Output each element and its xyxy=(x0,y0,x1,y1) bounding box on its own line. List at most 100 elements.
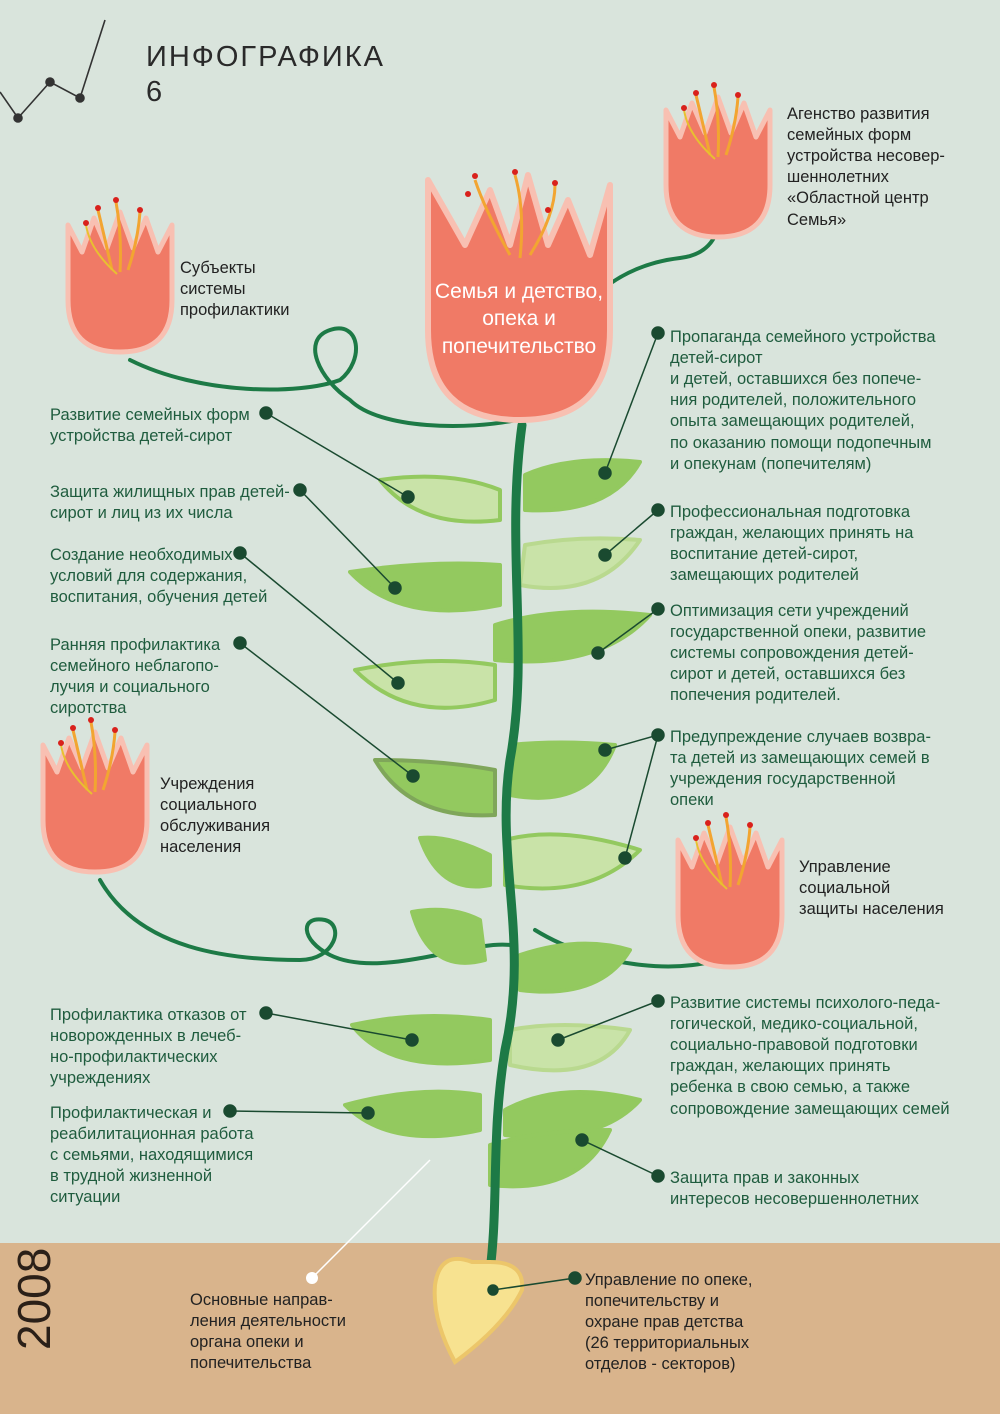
label-line: профилактики xyxy=(180,301,290,320)
right-item: Оптимизация сети учреждений государствен… xyxy=(670,601,926,707)
item-line: с семьями, находящимися xyxy=(50,1146,254,1165)
label-line: отделов - секторов) xyxy=(585,1355,736,1374)
item-line: лучия и социального xyxy=(50,678,210,697)
item-line: учреждения государственной xyxy=(670,770,896,789)
tulip-agency xyxy=(666,82,770,237)
item-line: Оптимизация сети учреждений xyxy=(670,602,909,620)
item-line: сирот и детей, оставшихся без xyxy=(670,665,906,684)
main-tulip xyxy=(425,172,613,423)
item-line: системы сопровождения детей- xyxy=(670,644,914,663)
year-label: 2008 xyxy=(8,1247,60,1350)
item-line: сирот и лиц из их числа xyxy=(50,504,233,523)
tulip-social-protection xyxy=(678,812,782,967)
label-line: шеннолетних xyxy=(787,168,889,187)
label-line: Учреждения xyxy=(160,775,255,793)
label-line: населения xyxy=(160,838,242,857)
item-line: государственной опеки, развитие xyxy=(670,623,927,642)
item-line: гогической, медико-социальной, xyxy=(670,1015,918,1034)
deco-linegraph xyxy=(0,19,106,123)
label-line: Основные направ- xyxy=(190,1291,333,1309)
left-item: Профилактическая и реабилитационная рабо… xyxy=(50,1103,254,1209)
item-line: Профилактическая и xyxy=(50,1104,212,1122)
item-line: та детей из замещающих семей в xyxy=(670,749,930,768)
tulip-prevention xyxy=(68,197,172,352)
item-line: реабилитационная работа xyxy=(50,1125,254,1144)
label-line: системы xyxy=(180,280,246,299)
label-line: ления деятельности xyxy=(190,1312,346,1331)
label-line: органа опеки и xyxy=(190,1333,304,1352)
label-line: Агенство развития xyxy=(787,105,930,123)
label-line: социального xyxy=(160,796,257,815)
item-line: и детей, оставшихся без попече- xyxy=(670,370,922,389)
item-line: новорожденных в лечеб- xyxy=(50,1027,242,1046)
item-line: Профилактика отказов от xyxy=(50,1006,247,1024)
item-line: Защита прав и законных xyxy=(670,1169,860,1187)
item-line: попечения родителей. xyxy=(670,686,841,705)
label-line: попечительству и xyxy=(585,1292,719,1311)
item-line: граждан, желающих принять xyxy=(670,1057,891,1076)
label-main-directions: Основные направ- ления деятельности орга… xyxy=(190,1290,346,1374)
label-social-service: Учреждения социального обслуживания насе… xyxy=(160,774,270,858)
left-item: Создание необходимых условий для содержа… xyxy=(50,545,267,608)
item-line: социально-правовой подготовки xyxy=(670,1036,918,1055)
right-item: Защита прав и законных интересов несовер… xyxy=(670,1168,919,1210)
item-line: Пропаганда семейного устройства xyxy=(670,328,936,346)
item-line: замещающих родителей xyxy=(670,566,859,585)
item-line: граждан, желающих принять на xyxy=(670,524,914,543)
label-line: Семья» xyxy=(787,210,847,229)
central-topic-line: попечительство xyxy=(441,334,597,358)
label-line: Субъекты xyxy=(180,259,256,277)
right-item: Предупреждение случаев возвра- та детей … xyxy=(670,727,931,811)
label-line: защиты населения xyxy=(799,900,944,919)
label-line: социальной xyxy=(799,879,891,898)
item-line: и опекунам (попечителям) xyxy=(670,454,872,473)
label-agency: Агенство развития семейных форм устройст… xyxy=(787,104,945,231)
item-line: учреждениях xyxy=(50,1069,151,1088)
label-line: попечительства xyxy=(190,1354,312,1373)
item-line: ребенка в свою семью, а также xyxy=(670,1078,911,1097)
item-line: Ранняя профилактика xyxy=(50,636,221,654)
tulip-social-service xyxy=(43,717,147,872)
central-topic-line: опека и xyxy=(482,307,556,331)
label-line: устройства несовер- xyxy=(787,147,945,166)
label-line: семейных форм xyxy=(787,126,912,145)
item-line: семейного неблагопо- xyxy=(50,657,219,676)
label-line: Управление по опеке, xyxy=(585,1271,753,1289)
left-item: Развитие семейных форм устройства детей-… xyxy=(50,405,250,447)
item-line: условий для содержания, xyxy=(50,567,248,586)
right-item: Пропаганда семейного устройства детей-си… xyxy=(670,327,936,475)
label-prevention: Субъекты системы профилактики xyxy=(180,258,290,321)
item-line: сиротства xyxy=(50,699,127,718)
label-line: «Областной центр xyxy=(787,189,929,208)
item-line: сопровождение замещающих семей xyxy=(670,1099,950,1118)
item-line: воспитание детей-сирот, xyxy=(670,545,859,564)
item-line: Создание необходимых xyxy=(50,546,233,564)
item-line: ситуации xyxy=(50,1188,121,1207)
item-line: опыта замещающих родителей, xyxy=(670,412,915,431)
left-item: Защита жилищных прав детей- сирот и лиц … xyxy=(50,482,290,524)
central-topic: Семья и детство, опека и попечительство xyxy=(426,278,612,360)
item-line: интересов несовершеннолетних xyxy=(670,1190,919,1209)
left-item: Ранняя профилактика семейного неблагопо-… xyxy=(50,635,220,719)
item-line: в трудной жизненной xyxy=(50,1167,213,1186)
right-item: Профессиональная подготовка граждан, жел… xyxy=(670,502,913,586)
title-number: 6 xyxy=(146,75,165,108)
item-line: по оказанию помощи подопечным xyxy=(670,433,932,452)
connectors xyxy=(223,326,665,1296)
label-social-protection: Управление социальной защиты населения xyxy=(799,857,944,920)
item-line: опеки xyxy=(670,791,714,810)
item-line: Профессиональная подготовка xyxy=(670,503,911,521)
item-line: но-профилактических xyxy=(50,1048,218,1067)
central-topic-line: Семья и детство, xyxy=(434,280,604,303)
item-line: воспитания, обучения детей xyxy=(50,588,268,607)
title-text: ИНФОГРАФИКА xyxy=(146,41,386,73)
stem xyxy=(483,420,527,1290)
label-guardianship: Управление по опеке, попечительству и ох… xyxy=(585,1270,752,1376)
label-line: Управление xyxy=(799,858,891,876)
item-line: Предупреждение случаев возвра- xyxy=(670,728,931,746)
item-line: ния родителей, положительного xyxy=(670,391,917,410)
left-item: Профилактика отказов от новорожденных в … xyxy=(50,1005,247,1089)
label-line: охране прав детства xyxy=(585,1313,744,1332)
